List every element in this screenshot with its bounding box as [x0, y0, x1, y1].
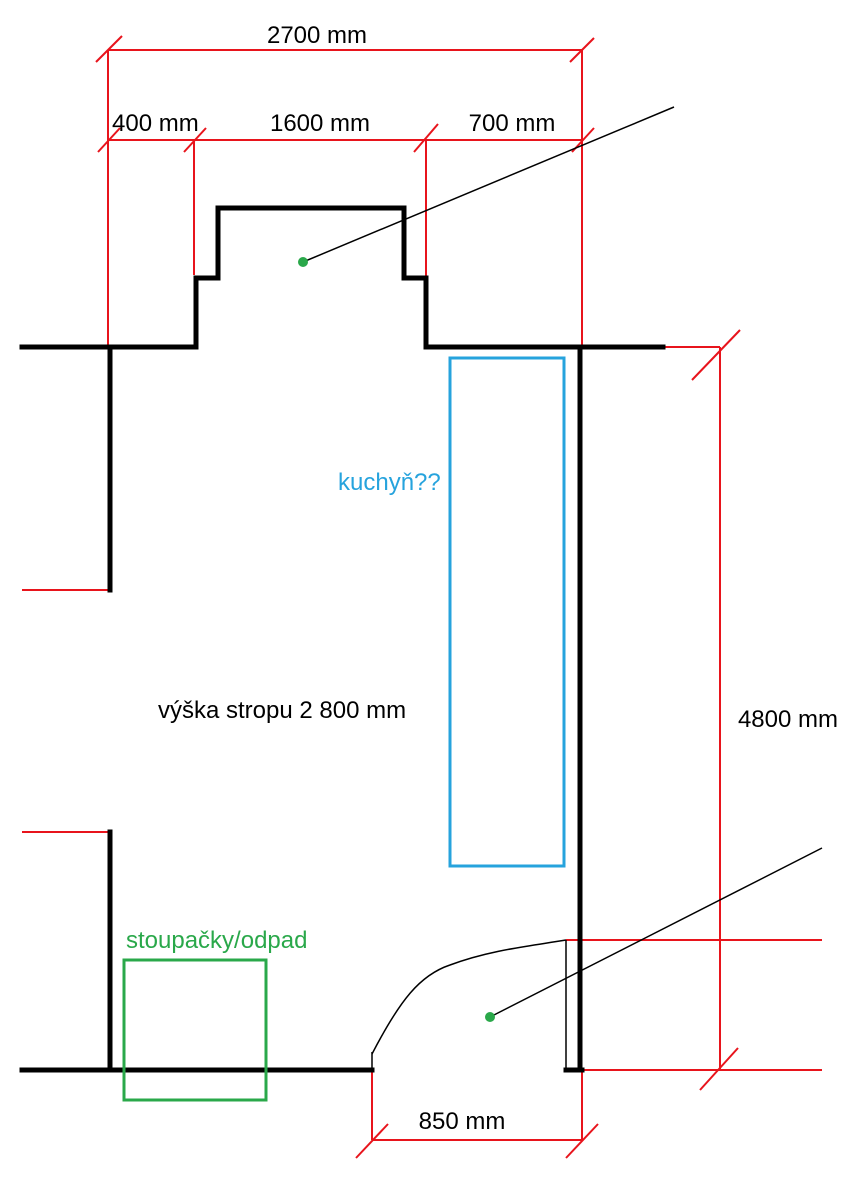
dimension-lines	[22, 35, 822, 1159]
marker-dot	[298, 257, 308, 267]
dim-middle-segment: 1600 mm	[270, 110, 370, 137]
door-swing	[371, 939, 567, 1068]
marker-dot	[485, 1012, 495, 1022]
walls	[19, 205, 666, 1073]
ceiling-height-label: výška stropu 2 800 mm	[158, 697, 406, 724]
dim-room-length: 4800 mm	[738, 706, 838, 733]
risers-area	[122, 958, 268, 1102]
dim-total-width: 2700 mm	[267, 22, 367, 49]
kitchen-area	[448, 356, 566, 868]
kitchen-label: kuchyň??	[338, 469, 441, 496]
leader-lines	[302, 106, 823, 1018]
dim-door-width: 850 mm	[419, 1108, 506, 1135]
dim-right-segment: 700 mm	[469, 110, 556, 137]
dim-left-segment: 400 mm	[112, 110, 199, 137]
risers-label: stoupačky/odpad	[126, 927, 307, 954]
